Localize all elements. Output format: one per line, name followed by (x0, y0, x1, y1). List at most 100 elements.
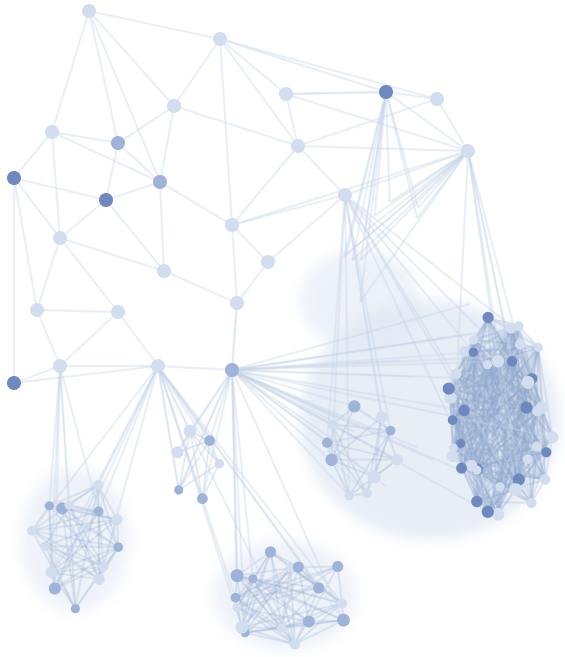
graph-node (44, 501, 54, 511)
graph-edge (88, 10, 221, 40)
graph-edge (252, 578, 310, 622)
graph-edge (351, 91, 387, 261)
graph-edge (59, 199, 107, 239)
graph-edge (476, 407, 543, 502)
graph-edge (487, 410, 539, 512)
graph-node (338, 188, 352, 202)
graph-edge (13, 177, 61, 239)
graph-node (235, 621, 249, 634)
graph-edge (31, 530, 100, 580)
graph-edge (13, 131, 53, 179)
graph-node (151, 359, 165, 373)
graph-edge (231, 194, 346, 226)
graph-edge (54, 365, 159, 589)
graph-edge (173, 105, 299, 147)
graph-node (230, 296, 244, 310)
graph-node (442, 382, 455, 395)
graph-edge (59, 311, 119, 367)
graph-node (491, 355, 505, 368)
graph-node (391, 453, 403, 466)
graph-node (64, 500, 74, 510)
graph-edge (59, 365, 70, 505)
graph-edge (455, 317, 489, 375)
graph-edge (105, 181, 161, 201)
graph-edge (97, 365, 159, 512)
graph-edge (343, 150, 469, 258)
graph-node (375, 411, 388, 423)
graph-node (456, 438, 466, 449)
graph-node (113, 542, 124, 552)
graph-node (302, 615, 315, 628)
graph-node (99, 193, 113, 207)
graph-edge (163, 270, 238, 304)
graph-edge (54, 511, 100, 589)
graph-node (321, 437, 333, 448)
graph-node (337, 613, 350, 627)
graph-edge (219, 38, 387, 93)
graph-edge (385, 91, 419, 208)
graph-nodes (7, 4, 559, 650)
graph-node (197, 493, 208, 505)
graph-edge (201, 440, 211, 499)
graph-edge (236, 587, 319, 608)
graph-edge (219, 38, 299, 147)
graph-edges (13, 10, 553, 645)
graph-edge (173, 38, 221, 107)
graph-edge (231, 354, 528, 371)
graph-node (532, 405, 544, 417)
graph-edge (219, 38, 287, 95)
graph-edge (460, 407, 543, 444)
graph-edge (285, 91, 387, 95)
graph-edge (98, 365, 159, 580)
graph-edge (48, 505, 52, 573)
graph-edge (364, 150, 469, 233)
graph-node (7, 171, 21, 185)
graph-node (292, 561, 304, 573)
graph-node (444, 391, 457, 404)
graph-node (70, 604, 80, 614)
graph-edge (327, 430, 391, 444)
graph-edge (351, 150, 469, 261)
graph-edge (59, 237, 165, 272)
graph-node (482, 311, 494, 323)
graph-edge (157, 365, 237, 598)
graph-edge (473, 339, 539, 348)
graph-edge (117, 142, 161, 183)
graph-node (471, 495, 483, 508)
graph-edge (13, 365, 61, 384)
graph-edge (231, 369, 246, 633)
graph-node (93, 573, 105, 585)
graph-node (512, 473, 525, 486)
graph-node (509, 483, 523, 497)
graph-edge (511, 361, 527, 408)
graph-edge (385, 91, 469, 152)
graph-edge (208, 369, 233, 441)
graph-node (157, 264, 171, 278)
graph-edge (51, 131, 61, 239)
graph-edge (326, 194, 346, 443)
graph-edge (50, 365, 159, 573)
graph-edge (98, 511, 119, 548)
graph-edge (105, 142, 119, 201)
graph-node (40, 541, 50, 551)
graph-edge (157, 365, 180, 491)
graph-edge (231, 369, 523, 498)
graph-edge (366, 430, 391, 494)
graph-node (111, 305, 125, 319)
graph-edge (117, 105, 175, 144)
graph-edge (97, 484, 119, 548)
graph-node (225, 218, 239, 232)
graph-edge (231, 150, 469, 226)
graph-node (344, 491, 354, 501)
graph-edge (97, 484, 118, 520)
graph-node (48, 582, 61, 595)
graph-edge (331, 406, 355, 461)
graph-edge (297, 566, 310, 622)
graph-edge (231, 224, 269, 263)
graph-edge (530, 407, 543, 504)
graph-edge (219, 38, 438, 100)
graph-node (513, 321, 524, 332)
graph-edge (13, 365, 159, 384)
graph-edge (344, 194, 513, 362)
graph-node (368, 470, 381, 484)
